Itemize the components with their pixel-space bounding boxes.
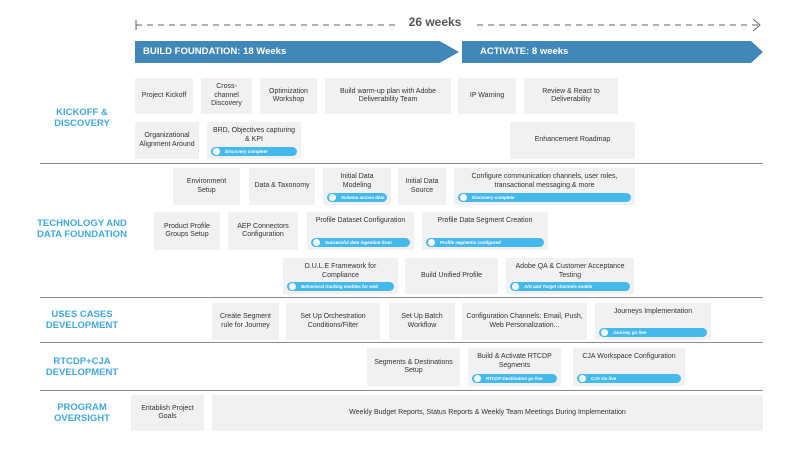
section-divider [40,163,763,164]
task-label: Profile Dataset Configuration [315,217,406,224]
task-label: Product Profile Groups Setup [164,222,210,239]
section-divider [40,390,763,391]
task-label: Initial Data Modeling [340,173,374,189]
task-label: Set Up Batch Workflow [401,313,443,329]
task-optimization-workshop: Optimization Workshop [260,78,317,114]
task-product-profile-groups-setup: Product Profile Groups Setup [154,212,220,250]
task-create-segment-rule-for-journey: Create Segment rule for Journey [212,303,279,340]
milestone-badge: Schema across data [327,193,387,202]
task-label: AEP Connectors Configuration [237,222,289,239]
milestone-badge: Discovery complete [458,193,631,202]
task-label: Project Kickoff [141,91,187,99]
task-project-kickoff: Project Kickoff [135,78,193,114]
task-entablish-project-goals: Entablish Project Goals [131,395,204,431]
task-ip-warning: IP Warning [458,78,516,114]
task-segments-destinations-setup: Segments & Destinations Setup [367,348,460,386]
task-label: Optimization Workshop [269,87,308,104]
task-configuration-channels-email-push-web-pe: Configuration Channels: Email, Push, Web… [462,303,587,340]
task-label: Build warm-up plan with Adobe Deliverabi… [339,87,437,104]
task-label: Build & Activate RTCDP Segments [477,353,552,369]
task-label: Review & React to Deliverability [542,87,600,104]
milestone-badge: Successful data ingestion from sources [311,238,410,254]
task-label: Cross-channel Discovery [211,83,242,108]
section-divider [40,342,763,343]
task-label: Profile Data Segment Creation [437,217,533,224]
task-label: IP Warning [469,91,505,99]
section-label: KICKOFF & DISCOVERY [54,107,110,129]
section-divider [40,297,763,298]
task-set-up-batch-workflow: Set Up Batch Workflow [389,303,455,340]
task-label: Environment Setup [186,178,227,194]
task-label: D.U.L.E Framework for Compliance [304,263,377,279]
milestone-badge: A/O and Target channels enable [510,282,630,291]
task-label: Build Unified Profile [420,271,483,279]
task-label: Data & Taxonomy [254,182,310,190]
milestone-badge: RTCDP Destination go live [472,374,557,383]
phase-build-foundation: BUILD FOUNDATION: 18 Weeks [135,41,459,63]
task-environment-setup: Environment Setup [173,168,240,205]
milestone-badge: Journey go live [599,328,707,337]
task-label: Set Up Orchestration Conditions/Filter [300,313,366,329]
task-label: Initial Data Source [405,178,439,194]
task-label: CJA Workspace Configuration [582,353,676,360]
task-label: BRD, Objectives capturing & KPI [212,127,296,143]
task-enhancement-roadmap: Enhancement Roadmap [510,122,635,159]
task-label: Entablish Project Goals [141,404,194,421]
task-cross-channel-discovery: Cross-channel Discovery [201,78,252,114]
milestone-badge: Behavioral tracking enables for web [287,282,394,291]
section-label: USES CASES DEVELOPMENT [45,309,119,331]
task-label: Adobe QA & Customer Acceptance Testing [515,263,625,279]
task-weekly-budget-reports-status-reports-wee: Weekly Budget Reports, Status Reports & … [212,395,763,431]
section-label: PROGRAM OVERSIGHT [54,402,110,424]
task-brd-objectives-capturing-kpi: BRD, Objectives capturing & KPI Discovery… [207,122,301,159]
phase-activate: ACTIVATE: 8 weeks [462,41,763,63]
task-label: Segments & Destinations Setup [374,358,453,375]
milestone-badge: Discovery complete [211,147,297,156]
task-label: Create Segment rule for Journey [220,313,271,329]
task-set-up-orchestration-conditions-filter: Set Up Orchestration Conditions/Filter [286,303,380,340]
task-label: Organizational Alignment Around [139,132,195,148]
task-label: Weekly Budget Reports, Status Reports & … [349,408,626,416]
task-label: Enhancement Roadmap [534,136,611,144]
task-build-unified-profile: Build Unified Profile [405,258,498,294]
milestone-badge: CJA Go live [577,374,681,383]
task-aep-connectors-configuration: AEP Connectors Configuration [228,212,298,250]
task-review-react-to-deliverability: Review & React to Deliverability [524,78,618,114]
task-build-warm-up-plan-with-adobe-deliverabi: Build warm-up plan with Adobe Deliverabi… [325,78,451,114]
task-organizational-alignment-around: Organizational Alignment Around [135,122,199,159]
task-label: Configure communication channels, user r… [471,173,618,189]
section-label: RTCDP+CJA DEVELOPMENT [45,356,119,378]
task-label: Configuration Channels: Email, Push, Web… [466,313,583,329]
section-label: TECHNOLOGY AND DATA FOUNDATION [37,218,127,240]
duration-label: 26 weeks [395,15,475,29]
task-initial-data-source: Initial Data Source [398,168,446,205]
task-configure-communication-channels-user-ro: Configure communication channels, user r… [454,168,635,205]
task-label: Journeys Implementation [613,308,693,315]
milestone-badge: Profile segments configured [426,238,544,247]
task-data-taxonomy: Data & Taxonomy [249,168,315,205]
